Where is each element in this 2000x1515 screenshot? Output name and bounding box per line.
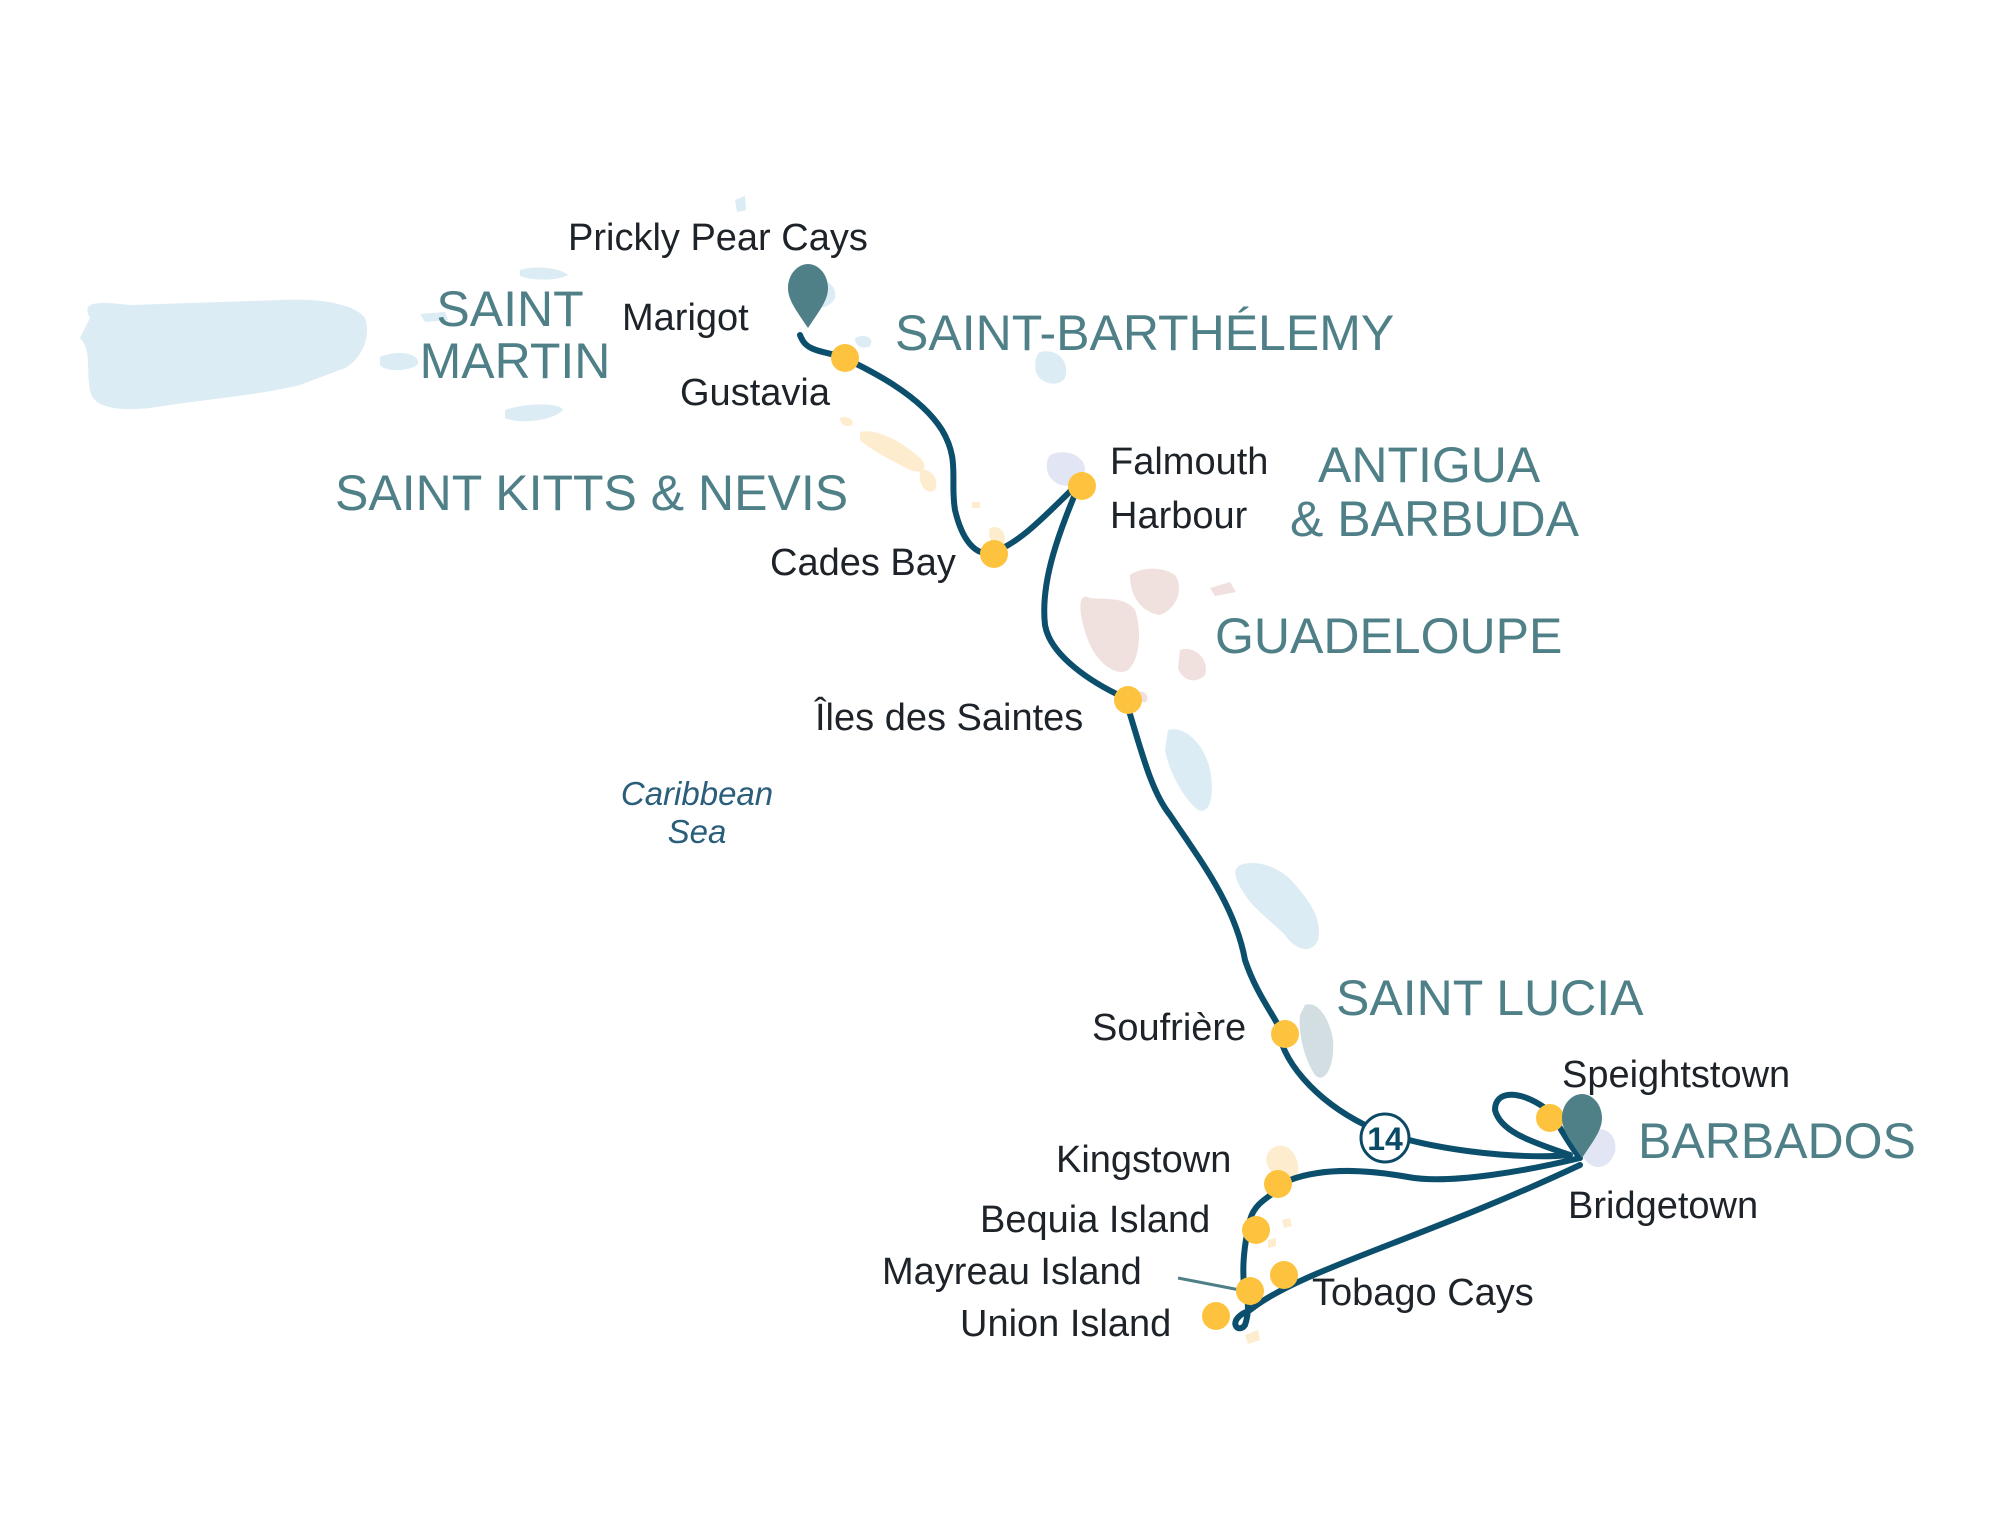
land-guadeloupe-basse-terre — [1080, 596, 1140, 672]
land-nevis — [919, 469, 937, 492]
port-label-speightstown[interactable]: Speightstown — [1562, 1054, 1790, 1096]
port-labels: Prickly Pear Cays Marigot Gustavia Falmo… — [568, 217, 1790, 1345]
port-label-prickly-pear-cays[interactable]: Prickly Pear Cays — [568, 217, 868, 259]
land-saint-lucia — [1299, 1004, 1334, 1078]
country-label-saint-kitts-nevis: SAINT KITTS & NEVIS — [335, 465, 848, 521]
country-label-antigua-barbuda-line1: ANTIGUA — [1318, 437, 1541, 493]
country-labels: SAINT MARTIN SAINT-BARTHÉLEMY SAINT KITT… — [335, 281, 1916, 1169]
port-dot-cades-bay[interactable] — [980, 540, 1008, 568]
land-virgin-islands-2 — [505, 404, 563, 422]
port-dot-falmouth-harbour[interactable] — [1068, 472, 1096, 500]
port-label-soufriere[interactable]: Soufrière — [1092, 1007, 1246, 1049]
country-label-saint-barthelemy: SAINT-BARTHÉLEMY — [895, 305, 1394, 361]
port-label-bequia-island[interactable]: Bequia Island — [980, 1199, 1210, 1241]
port-dot-bequia-island[interactable] — [1242, 1216, 1270, 1244]
duration-badge-text: 14 — [1367, 1121, 1403, 1157]
land-virgin-islands-4 — [420, 312, 448, 322]
country-label-antigua-barbuda-line2: & BARBUDA — [1290, 491, 1580, 547]
port-label-union-island[interactable]: Union Island — [960, 1303, 1171, 1345]
land-dominica — [1165, 729, 1212, 811]
port-label-falmouth-harbour-line1[interactable]: Falmouth — [1110, 441, 1268, 483]
port-label-cades-bay[interactable]: Cades Bay — [770, 542, 956, 584]
land-statia — [840, 417, 853, 427]
land-desirade — [1210, 582, 1236, 596]
port-label-mayreau-island[interactable]: Mayreau Island — [882, 1251, 1142, 1293]
port-label-iles-des-saintes[interactable]: Îles des Saintes — [814, 696, 1083, 739]
port-dot-kingstown[interactable] — [1264, 1170, 1292, 1198]
port-label-tobago-cays[interactable]: Tobago Cays — [1312, 1272, 1534, 1314]
land-saba — [1035, 351, 1067, 384]
land-grenadines-1 — [1282, 1218, 1292, 1228]
land-martinique — [1235, 862, 1319, 950]
port-label-kingstown[interactable]: Kingstown — [1056, 1139, 1231, 1181]
port-dot-tobago-cays[interactable] — [1270, 1261, 1298, 1289]
sea-label: Caribbean Sea — [621, 775, 773, 850]
port-label-bridgetown[interactable]: Bridgetown — [1568, 1185, 1758, 1227]
country-label-saint-lucia: SAINT LUCIA — [1336, 970, 1644, 1026]
land-grenadines-3 — [1245, 1330, 1260, 1344]
port-dot-gustavia[interactable] — [831, 344, 859, 372]
land-montserrat — [972, 502, 980, 508]
country-label-saint-martin-line2: MARTIN — [420, 333, 611, 389]
port-dot-union-island[interactable] — [1202, 1302, 1230, 1330]
sea-label-line2: Sea — [668, 813, 727, 850]
port-dot-mayreau-island[interactable] — [1236, 1277, 1264, 1305]
port-dot-soufriere[interactable] — [1271, 1020, 1299, 1048]
land-grenadines-2 — [1268, 1238, 1276, 1248]
land-virgin-islands-1 — [380, 352, 419, 371]
port-dot-speightstown[interactable] — [1536, 1104, 1564, 1132]
marigot-pin-icon[interactable] — [788, 264, 828, 328]
land-puerto-rico — [80, 299, 368, 410]
land-marie-galante — [1178, 649, 1206, 681]
mayreau-leader-line — [1177, 1276, 1241, 1292]
land-saint-kitts — [860, 431, 925, 472]
bridgetown-pin-icon[interactable] — [1562, 1094, 1602, 1158]
land-virgin-islands-3 — [520, 267, 568, 280]
port-label-falmouth-harbour-line2[interactable]: Harbour — [1110, 495, 1248, 537]
country-label-guadeloupe: GUADELOUPE — [1215, 608, 1562, 664]
land-anguilla — [735, 196, 746, 212]
port-dots — [831, 344, 1564, 1330]
port-dot-iles-des-saintes[interactable] — [1114, 686, 1142, 714]
land-guadeloupe-grande-terre — [1130, 568, 1180, 615]
land-saint-barthelemy-island — [855, 335, 872, 348]
port-label-gustavia[interactable]: Gustavia — [680, 372, 831, 414]
country-label-saint-martin-line1: SAINT — [436, 281, 583, 337]
port-label-marigot[interactable]: Marigot — [622, 297, 749, 339]
country-label-barbados: BARBADOS — [1638, 1113, 1916, 1169]
duration-badge: 14 — [1359, 1112, 1411, 1164]
sea-label-line1: Caribbean — [621, 775, 773, 812]
